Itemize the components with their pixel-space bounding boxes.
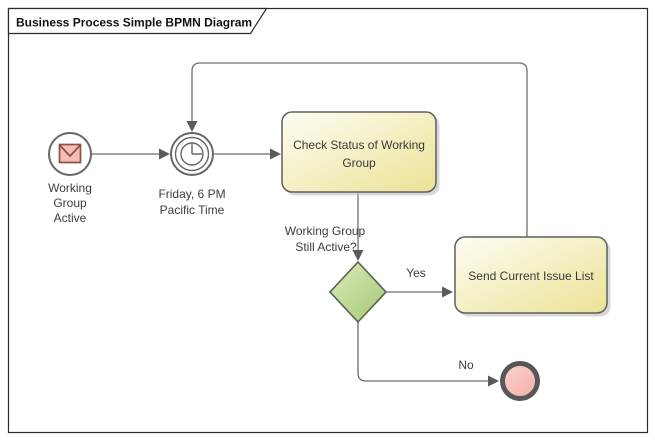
start-event-circle[interactable] — [48, 132, 92, 176]
timer-event-outer-circle[interactable] — [170, 132, 214, 176]
arrowhead-into-gateway — [352, 250, 364, 261]
end-event[interactable] — [500, 361, 540, 401]
yes-flow-label: Yes — [406, 266, 426, 280]
task-box[interactable] — [281, 111, 437, 193]
arrowhead-into-send-list — [442, 286, 453, 298]
flow-loop-send-list-to-timer — [191, 62, 528, 237]
gateway-label-line1: Working Group — [285, 224, 366, 238]
start-event-label-line2: Group — [53, 196, 87, 210]
timer-event-label-line2: Pacific Time — [160, 203, 225, 217]
task-check-status-label-line2: Group — [342, 156, 376, 170]
arrowhead-into-timer — [159, 148, 170, 160]
task-send-current-issue-list[interactable]: Send Current Issue List — [454, 236, 611, 317]
gateway-working-group-still-active[interactable]: Working Group Still Active? — [285, 224, 388, 324]
timer-event-friday-6pm[interactable]: Friday, 6 PM Pacific Time — [158, 132, 226, 217]
gateway-label-line2: Still Active? — [295, 240, 357, 254]
flow-no-gateway-to-end — [357, 322, 488, 382]
arrowhead-loop-into-timer — [186, 121, 198, 132]
task-check-status-of-working-group[interactable]: Check Status of Working Group — [281, 111, 440, 196]
start-event-label-line1: Working — [48, 181, 92, 195]
gateway-diamond[interactable] — [328, 260, 388, 324]
no-flow-label: No — [458, 358, 474, 372]
diagram-frame — [7, 7, 649, 434]
sequence-flows: Yes No — [91, 62, 528, 387]
diagram-title: Business Process Simple BPMN Diagram — [16, 16, 252, 30]
task-send-list-label: Send Current Issue List — [468, 269, 594, 283]
envelope-icon — [58, 143, 82, 164]
start-event-label-line3: Active — [54, 211, 87, 225]
timer-event-label-line1: Friday, 6 PM — [158, 187, 225, 201]
task-box[interactable] — [454, 236, 608, 314]
arrowhead-into-end-event — [488, 375, 499, 387]
diagram-title-tab — [7, 7, 268, 35]
start-event-working-group-active[interactable]: Working Group Active — [48, 132, 92, 225]
timer-event-inner-circle — [174, 136, 210, 172]
clock-icon — [180, 142, 204, 166]
arrowhead-into-check-status — [270, 148, 281, 160]
task-check-status-label-line1: Check Status of Working — [293, 138, 425, 152]
end-event-circle[interactable] — [500, 361, 540, 401]
